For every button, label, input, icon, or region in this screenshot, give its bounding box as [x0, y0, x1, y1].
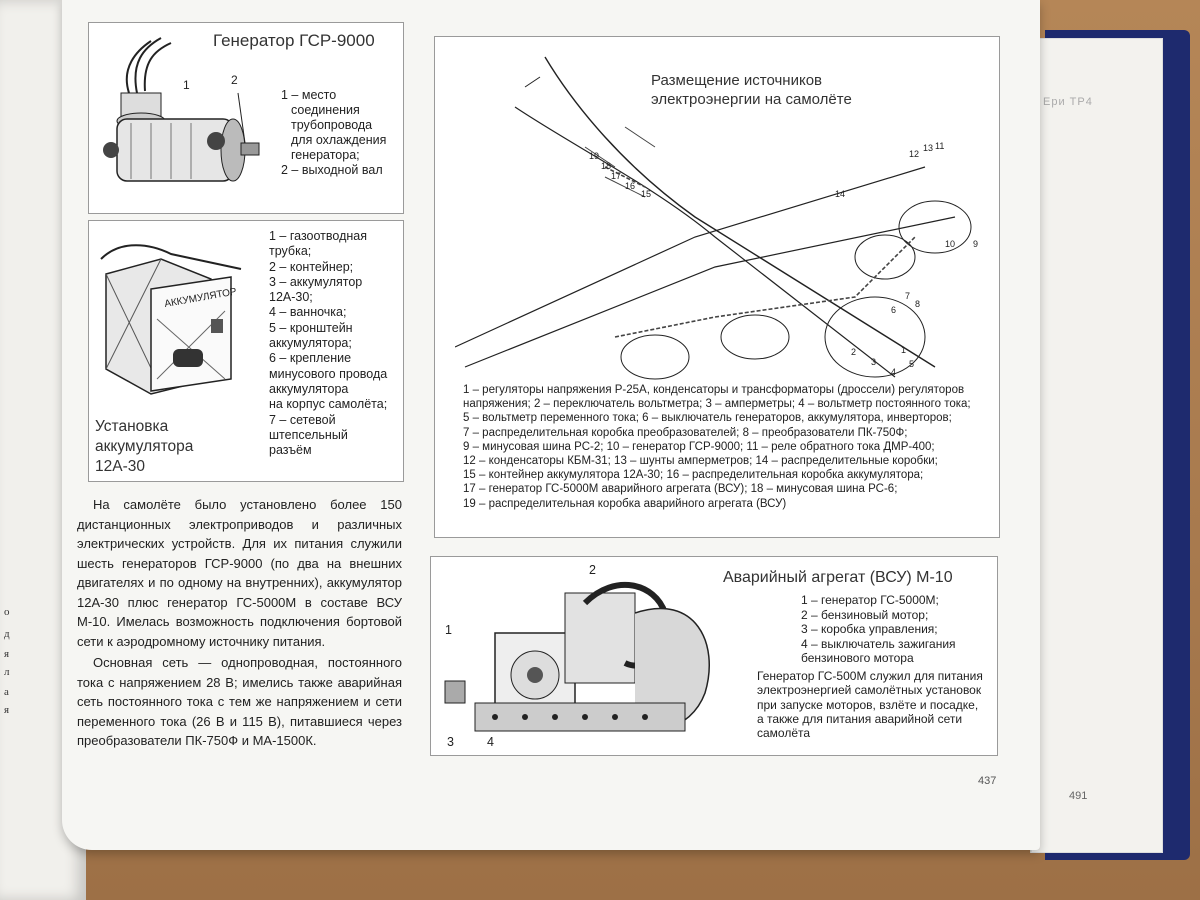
next-page-header: Ери ТР4 — [1043, 96, 1093, 108]
apu-callout: 2 — [589, 563, 596, 577]
legend-line: 1 – генератор ГС-5000М; — [801, 593, 939, 607]
legend-line: 15 – контейнер аккумулятора 12А-30; 16 –… — [463, 469, 924, 482]
note-line: самолёта — [757, 726, 811, 741]
apu-callout: 3 — [447, 735, 454, 749]
legend-line: 9 – минусовая шина РС-2; 10 – генератор … — [463, 440, 935, 453]
legend-line: напряжения; 2 – переключатель вольтметра… — [463, 398, 971, 411]
legend-line: 12А-30; — [269, 290, 313, 305]
legend-line: 4 – ванночка; — [269, 305, 347, 320]
legend-line: 2 – выходной вал — [281, 163, 383, 177]
legend-line: 3 – аккумулятор — [269, 274, 363, 289]
legend-line: 7 – сетевой — [269, 412, 336, 427]
generator-callout-2: 2 — [231, 73, 238, 87]
page-number: 437 — [978, 775, 997, 787]
battery-illustration: АККУМУЛЯТОР — [100, 244, 242, 395]
aircraft-callout: 11 — [935, 141, 945, 151]
legend-line: бензинового мотора — [801, 651, 914, 665]
legend-line: трубопровода — [291, 118, 373, 132]
legend-line: соединения — [291, 103, 360, 117]
note-line: электроэнергией самолётных установок — [757, 683, 982, 698]
legend-line: аккумулятора; — [269, 336, 352, 351]
legend-line: 7 – распределительная коробка преобразов… — [463, 426, 908, 439]
apu-title: Аварийный агрегат (ВСУ) М-10 — [723, 569, 953, 586]
aircraft-illustration — [455, 56, 972, 380]
battery-legend: 1 – газоотводная трубка; 2 – контейнер; … — [269, 229, 387, 458]
next-page-stack: Ери ТР4 491 — [1030, 38, 1163, 853]
aircraft-callout: 2 — [851, 347, 857, 357]
aircraft-figure: Размещение источников электроэнергии на … — [434, 36, 1000, 538]
apu-legend: 1 – генератор ГС-5000М; 2 – бензиновый м… — [801, 593, 956, 666]
battery-title: Установка аккумулятора 12А-30 — [95, 418, 194, 475]
aircraft-callout: 9 — [973, 239, 979, 249]
aircraft-callout: 7 — [905, 291, 911, 301]
legend-line: 6 – крепление — [269, 351, 352, 366]
legend-line: 1 – газоотводная — [269, 229, 367, 243]
battery-figure: АККУМУЛЯТОР Установка аккумулятора 12А-3… — [88, 220, 404, 482]
aircraft-callout: 16 — [625, 181, 636, 191]
generator-illustration — [103, 37, 260, 182]
aircraft-callout: 19 — [589, 151, 600, 161]
apu-callout: 1 — [445, 623, 452, 637]
legend-line: генератора; — [291, 148, 360, 162]
legend-line: 2 – бензиновый мотор; — [801, 607, 929, 622]
apu-figure: Аварийный агрегат (ВСУ) М-10 1 2 3 4 1 –… — [430, 556, 998, 756]
paragraph: На самолёте было установлено более 150 д… — [77, 497, 402, 649]
aircraft-legend: 1 – регуляторы напряжения Р-25А, конденс… — [463, 383, 971, 511]
left-page-fragment: л — [4, 666, 10, 678]
aircraft-callout: 4 — [891, 367, 897, 377]
note-line: а также для питания аварийной сети — [757, 711, 963, 726]
legend-line: для охлаждения — [291, 133, 387, 147]
aircraft-title: Размещение источников электроэнергии на … — [651, 71, 852, 109]
generator-figure: Генератор ГСР-9000 1 2 1 – место соедине… — [88, 22, 404, 214]
generator-title: Генератор ГСР-9000 — [213, 31, 375, 50]
apu-illustration — [444, 582, 710, 732]
left-page-fragment: я — [4, 704, 10, 716]
left-page-fragment: я — [4, 648, 10, 660]
legend-line: трубка; — [269, 244, 312, 259]
aircraft-callout: 13 — [923, 143, 934, 153]
legend-line: 5 – кронштейн — [269, 320, 353, 335]
apu-note: Генератор ГС-500М служил для питания эле… — [757, 669, 983, 740]
legend-line: аккумулятора — [269, 381, 349, 396]
legend-line: 5 – вольтметр переменного тока; 6 – выкл… — [463, 412, 952, 425]
apu-callout: 4 — [487, 735, 494, 749]
note-line: Генератор ГС-500М служил для питания — [757, 669, 983, 683]
generator-legend: 1 – место соединения трубопровода для ох… — [281, 88, 386, 178]
aircraft-callout: 6 — [891, 305, 897, 315]
aircraft-callout: 15 — [641, 189, 652, 199]
legend-line: 1 – место — [281, 88, 337, 102]
left-page-fragment: о — [4, 606, 10, 618]
aircraft-callout: 3 — [871, 357, 877, 367]
legend-line: штепсельный — [269, 427, 348, 442]
generator-callout-1: 1 — [183, 78, 190, 92]
aircraft-callout: 10 — [945, 239, 956, 249]
aircraft-callout: 8 — [915, 299, 921, 309]
aircraft-callout: 12 — [909, 149, 920, 159]
aircraft-callout: 14 — [835, 189, 846, 199]
legend-line: 1 – регуляторы напряжения Р-25А, конденс… — [463, 384, 965, 396]
paragraph: Основная сеть — однопроводная, постоянно… — [77, 655, 402, 748]
legend-line: 17 – генератор ГС-5000М аварийного агрег… — [463, 483, 898, 496]
legend-line: 3 – коробка управления; — [801, 622, 938, 636]
left-page-fragment: а — [4, 686, 9, 698]
legend-line: 2 – контейнер; — [269, 259, 354, 274]
next-page-number: 491 — [1069, 790, 1088, 802]
legend-line: разъём — [269, 443, 312, 458]
legend-line: 4 – выключатель зажигания — [801, 636, 956, 651]
aircraft-callout: 18 — [601, 161, 612, 171]
legend-line: 12 – конденсаторы КБМ-31; 13 – шунты амп… — [463, 455, 938, 468]
aircraft-title-line: электроэнергии на самолёте — [651, 91, 852, 108]
legend-line: минусового провода — [269, 366, 388, 381]
legend-line: 19 – распределительная коробка аварийног… — [463, 497, 787, 510]
legend-line: на корпус самолёта; — [269, 397, 388, 412]
main-text: На самолёте было установлено более 150 д… — [77, 495, 402, 753]
note-line: при запуске моторов, взлёте и посадке, — [757, 697, 979, 712]
aircraft-callout: 17 — [611, 171, 622, 181]
aircraft-callout: 1 — [901, 345, 907, 355]
aircraft-callout: 5 — [909, 359, 915, 369]
left-page-fragment: д — [4, 628, 10, 640]
aircraft-title-line: Размещение источников — [651, 72, 823, 89]
book-page: Генератор ГСР-9000 1 2 1 – место соедине… — [62, 0, 1040, 850]
